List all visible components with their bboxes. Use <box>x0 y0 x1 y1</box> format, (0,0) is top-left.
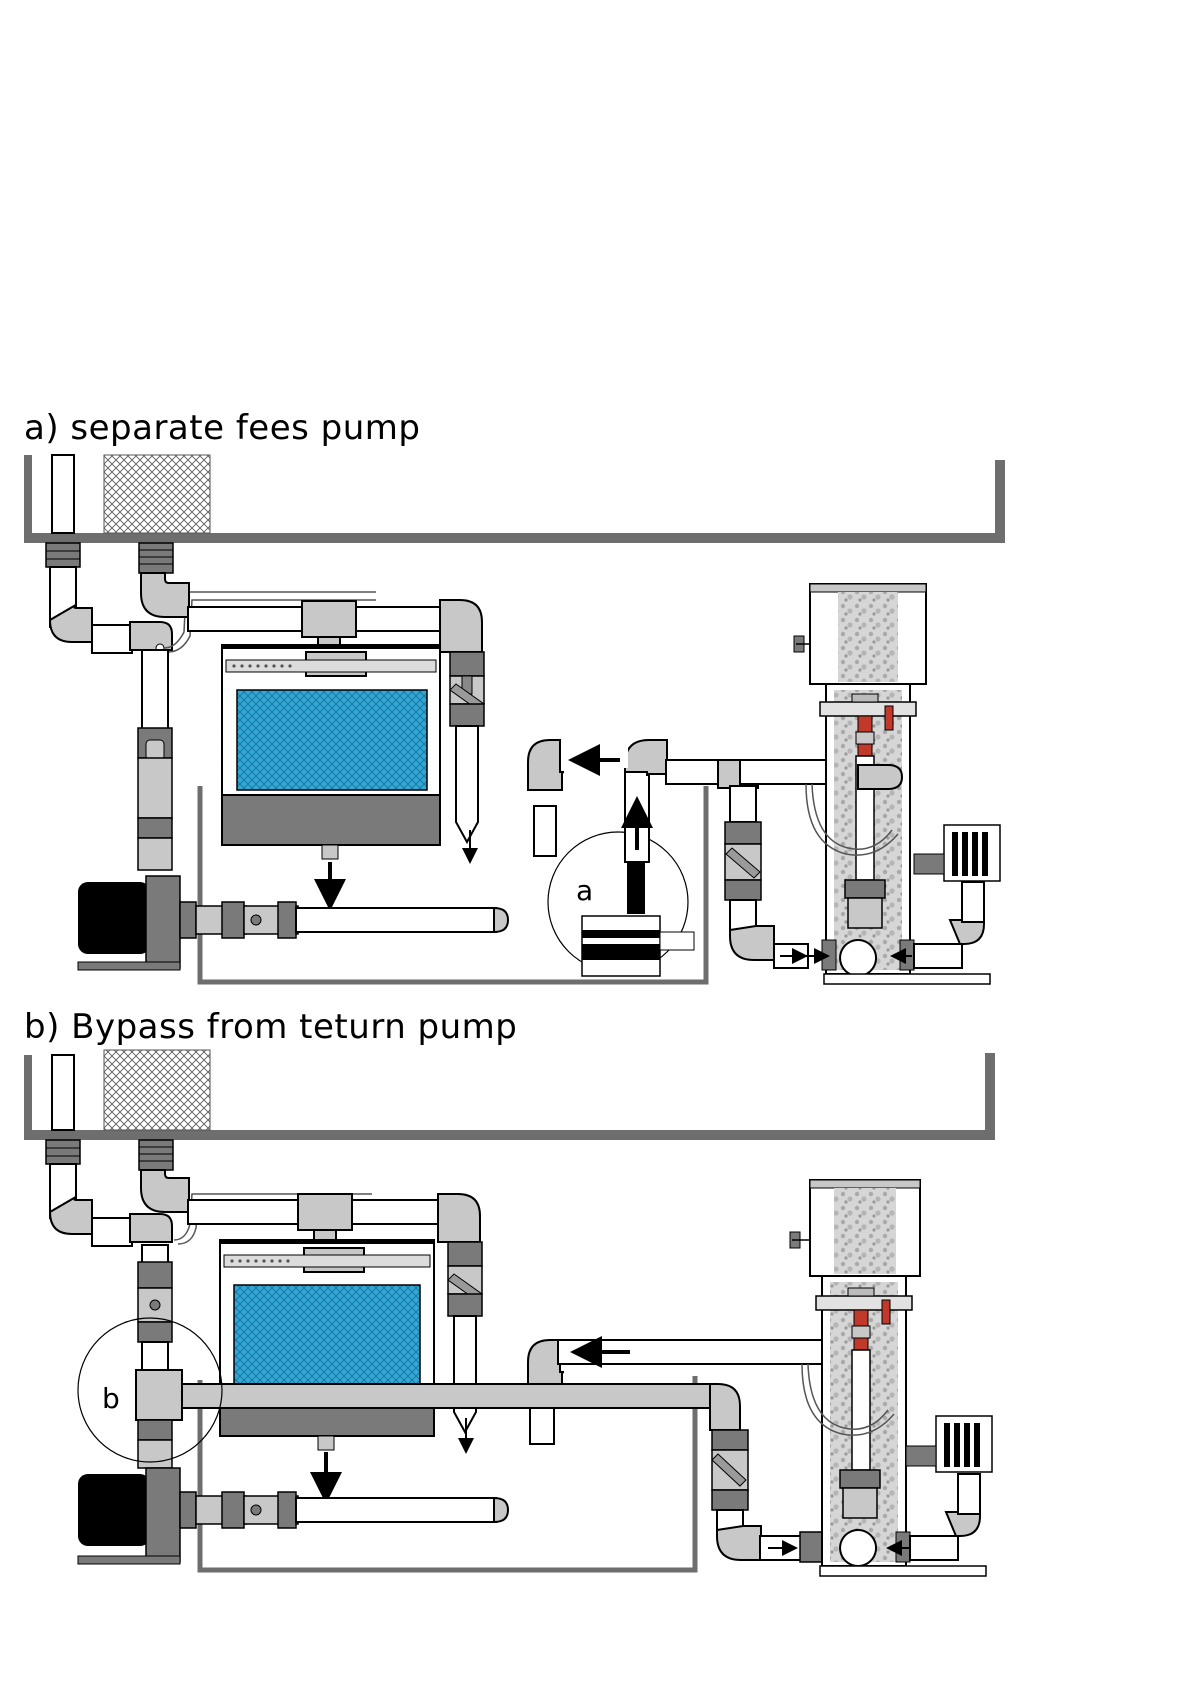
pump-supply-line <box>138 650 172 870</box>
bulkhead-overflow <box>46 543 80 567</box>
feed-pump-callout: a <box>548 832 694 976</box>
filter-box-b <box>220 1240 434 1488</box>
return-manifold <box>141 573 482 655</box>
display-tank-b <box>24 1050 995 1140</box>
pump-outlet-line <box>180 902 508 938</box>
bulkhead-return <box>139 543 173 573</box>
return-pump-b <box>78 1468 180 1564</box>
protein-skimmer-b <box>790 1180 992 1576</box>
return-pump <box>78 876 180 970</box>
skimmer-outlet-b <box>712 1430 824 1562</box>
panel-b: b <box>24 1050 995 1576</box>
return-valve-drop-b <box>448 1242 482 1446</box>
skimmer-outlet <box>725 786 808 968</box>
filter-box <box>222 645 440 895</box>
callout-a-label: a <box>576 874 593 907</box>
display-tank <box>24 455 1005 543</box>
skimmer-feed-line <box>528 740 850 862</box>
return-valve-drop <box>450 652 484 856</box>
panel-a: a <box>24 455 1005 984</box>
pump-outlet-line-b <box>180 1492 508 1528</box>
callout-b-label: b <box>102 1382 120 1415</box>
